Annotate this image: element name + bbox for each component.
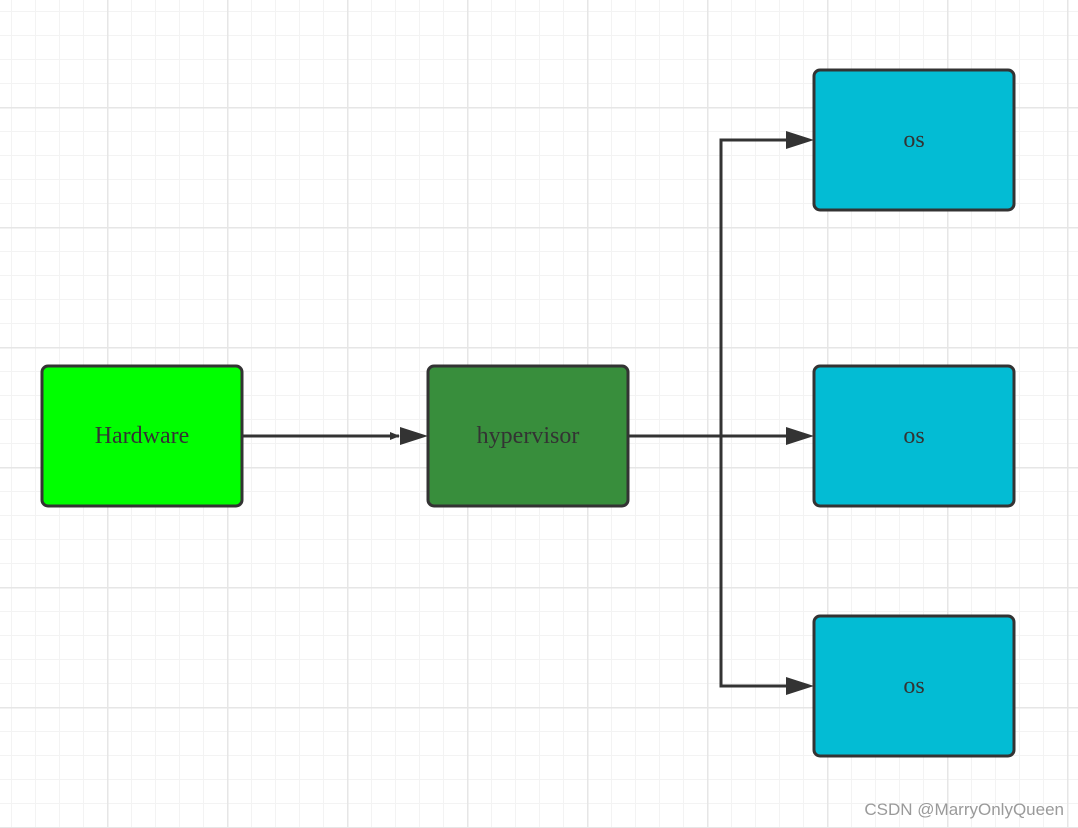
node-os-middle-box[interactable] (812, 364, 1016, 508)
node-os-bottom-label: os (903, 673, 924, 699)
arrowhead-os-bottom (786, 677, 814, 695)
node-os-top[interactable]: os (812, 68, 1016, 212)
node-os-top-box[interactable] (812, 68, 1016, 212)
arrowhead-hypervisor (400, 427, 428, 445)
node-hypervisor[interactable]: hypervisor (426, 364, 630, 508)
node-os-middle-label: os (903, 423, 924, 449)
edge-hypervisor-to-os-top (719, 138, 786, 436)
node-hardware[interactable]: Hardware (40, 364, 244, 508)
node-os-top-label: os (903, 127, 924, 153)
node-hardware-box[interactable] (40, 364, 244, 508)
arrowhead-os-top (786, 131, 814, 149)
edge-hypervisor-to-os-bottom (719, 436, 786, 688)
node-os-bottom-box[interactable] (812, 614, 1016, 758)
connectors (243, 138, 786, 688)
node-hardware-label: Hardware (95, 423, 190, 449)
arrowhead-os-middle (786, 427, 814, 445)
node-os-middle[interactable]: os (812, 364, 1016, 508)
node-hypervisor-label: hypervisor (477, 423, 580, 449)
arrowheads (400, 131, 814, 695)
node-os-bottom[interactable]: os (812, 614, 1016, 758)
watermark-text: CSDN @MarryOnlyQueen (864, 800, 1064, 819)
node-hypervisor-box[interactable] (426, 364, 630, 508)
